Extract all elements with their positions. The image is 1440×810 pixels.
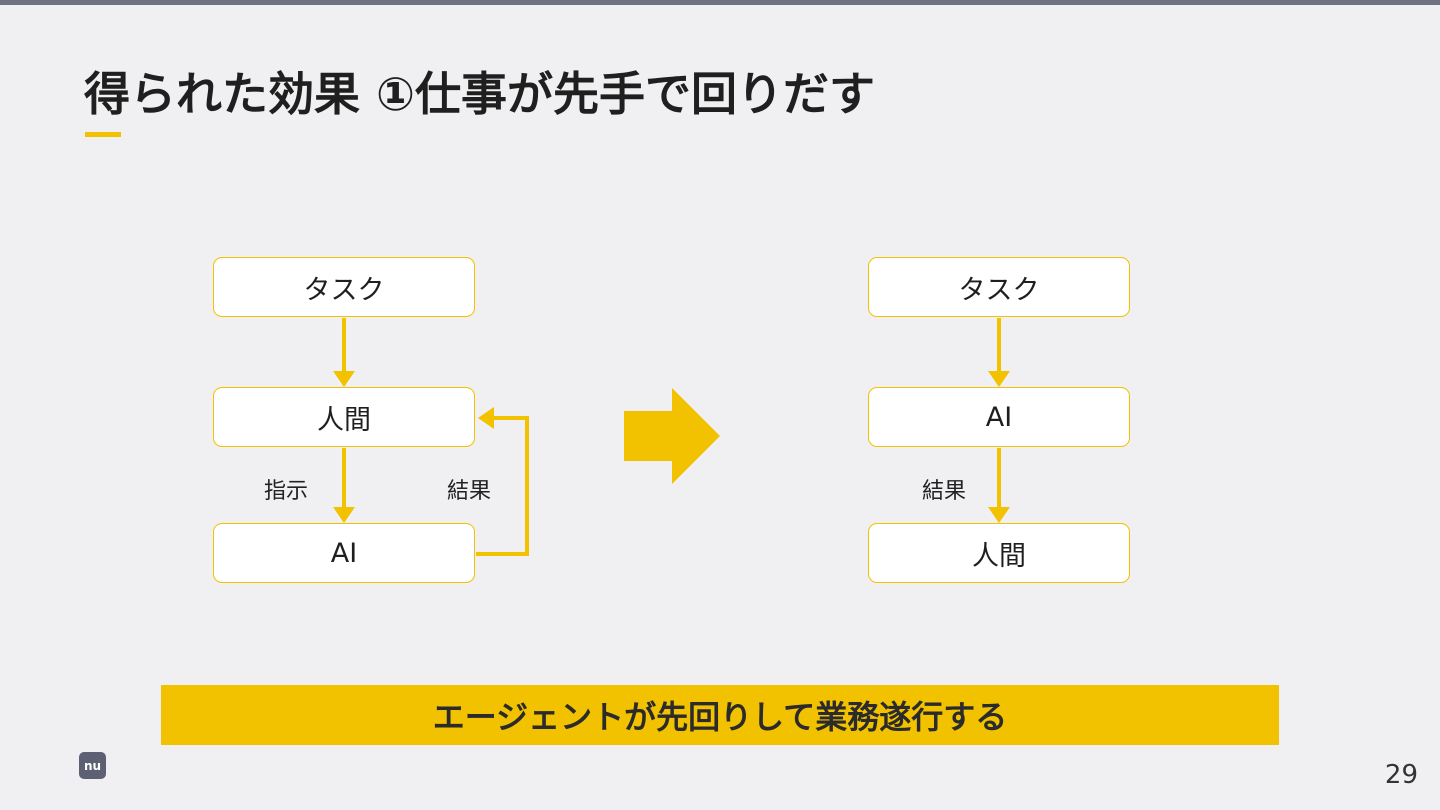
nu-logo: nu xyxy=(79,752,106,779)
before-node-human: 人間 xyxy=(213,387,475,447)
edge-human-to-ai-head xyxy=(333,507,355,523)
before-label-result: 結果 xyxy=(447,479,492,504)
after-node-human: 人間 xyxy=(868,523,1130,583)
edge-ai-to-human-result-head xyxy=(478,407,494,429)
after-node-ai: AI xyxy=(868,387,1130,447)
after-node-task: タスク xyxy=(868,257,1130,317)
before-node-ai: AI xyxy=(213,523,475,583)
summary-banner: エージェントが先回りして業務遂行する xyxy=(161,685,1279,745)
edge-task-to-ai-head xyxy=(988,371,1010,387)
edge-task-to-human-head xyxy=(333,371,355,387)
top-rule xyxy=(0,0,1440,5)
before-node-task: タスク xyxy=(213,257,475,317)
after-label-result: 結果 xyxy=(922,479,967,504)
page-number: 29 xyxy=(1384,760,1418,790)
before-label-instruction: 指示 xyxy=(264,479,309,504)
slide-title: 得られた効果 ①仕事が先手で回りだす xyxy=(84,67,875,121)
title-underline xyxy=(85,132,121,137)
right-arrow-icon xyxy=(624,388,720,484)
edge-ai-to-human-head xyxy=(988,507,1010,523)
